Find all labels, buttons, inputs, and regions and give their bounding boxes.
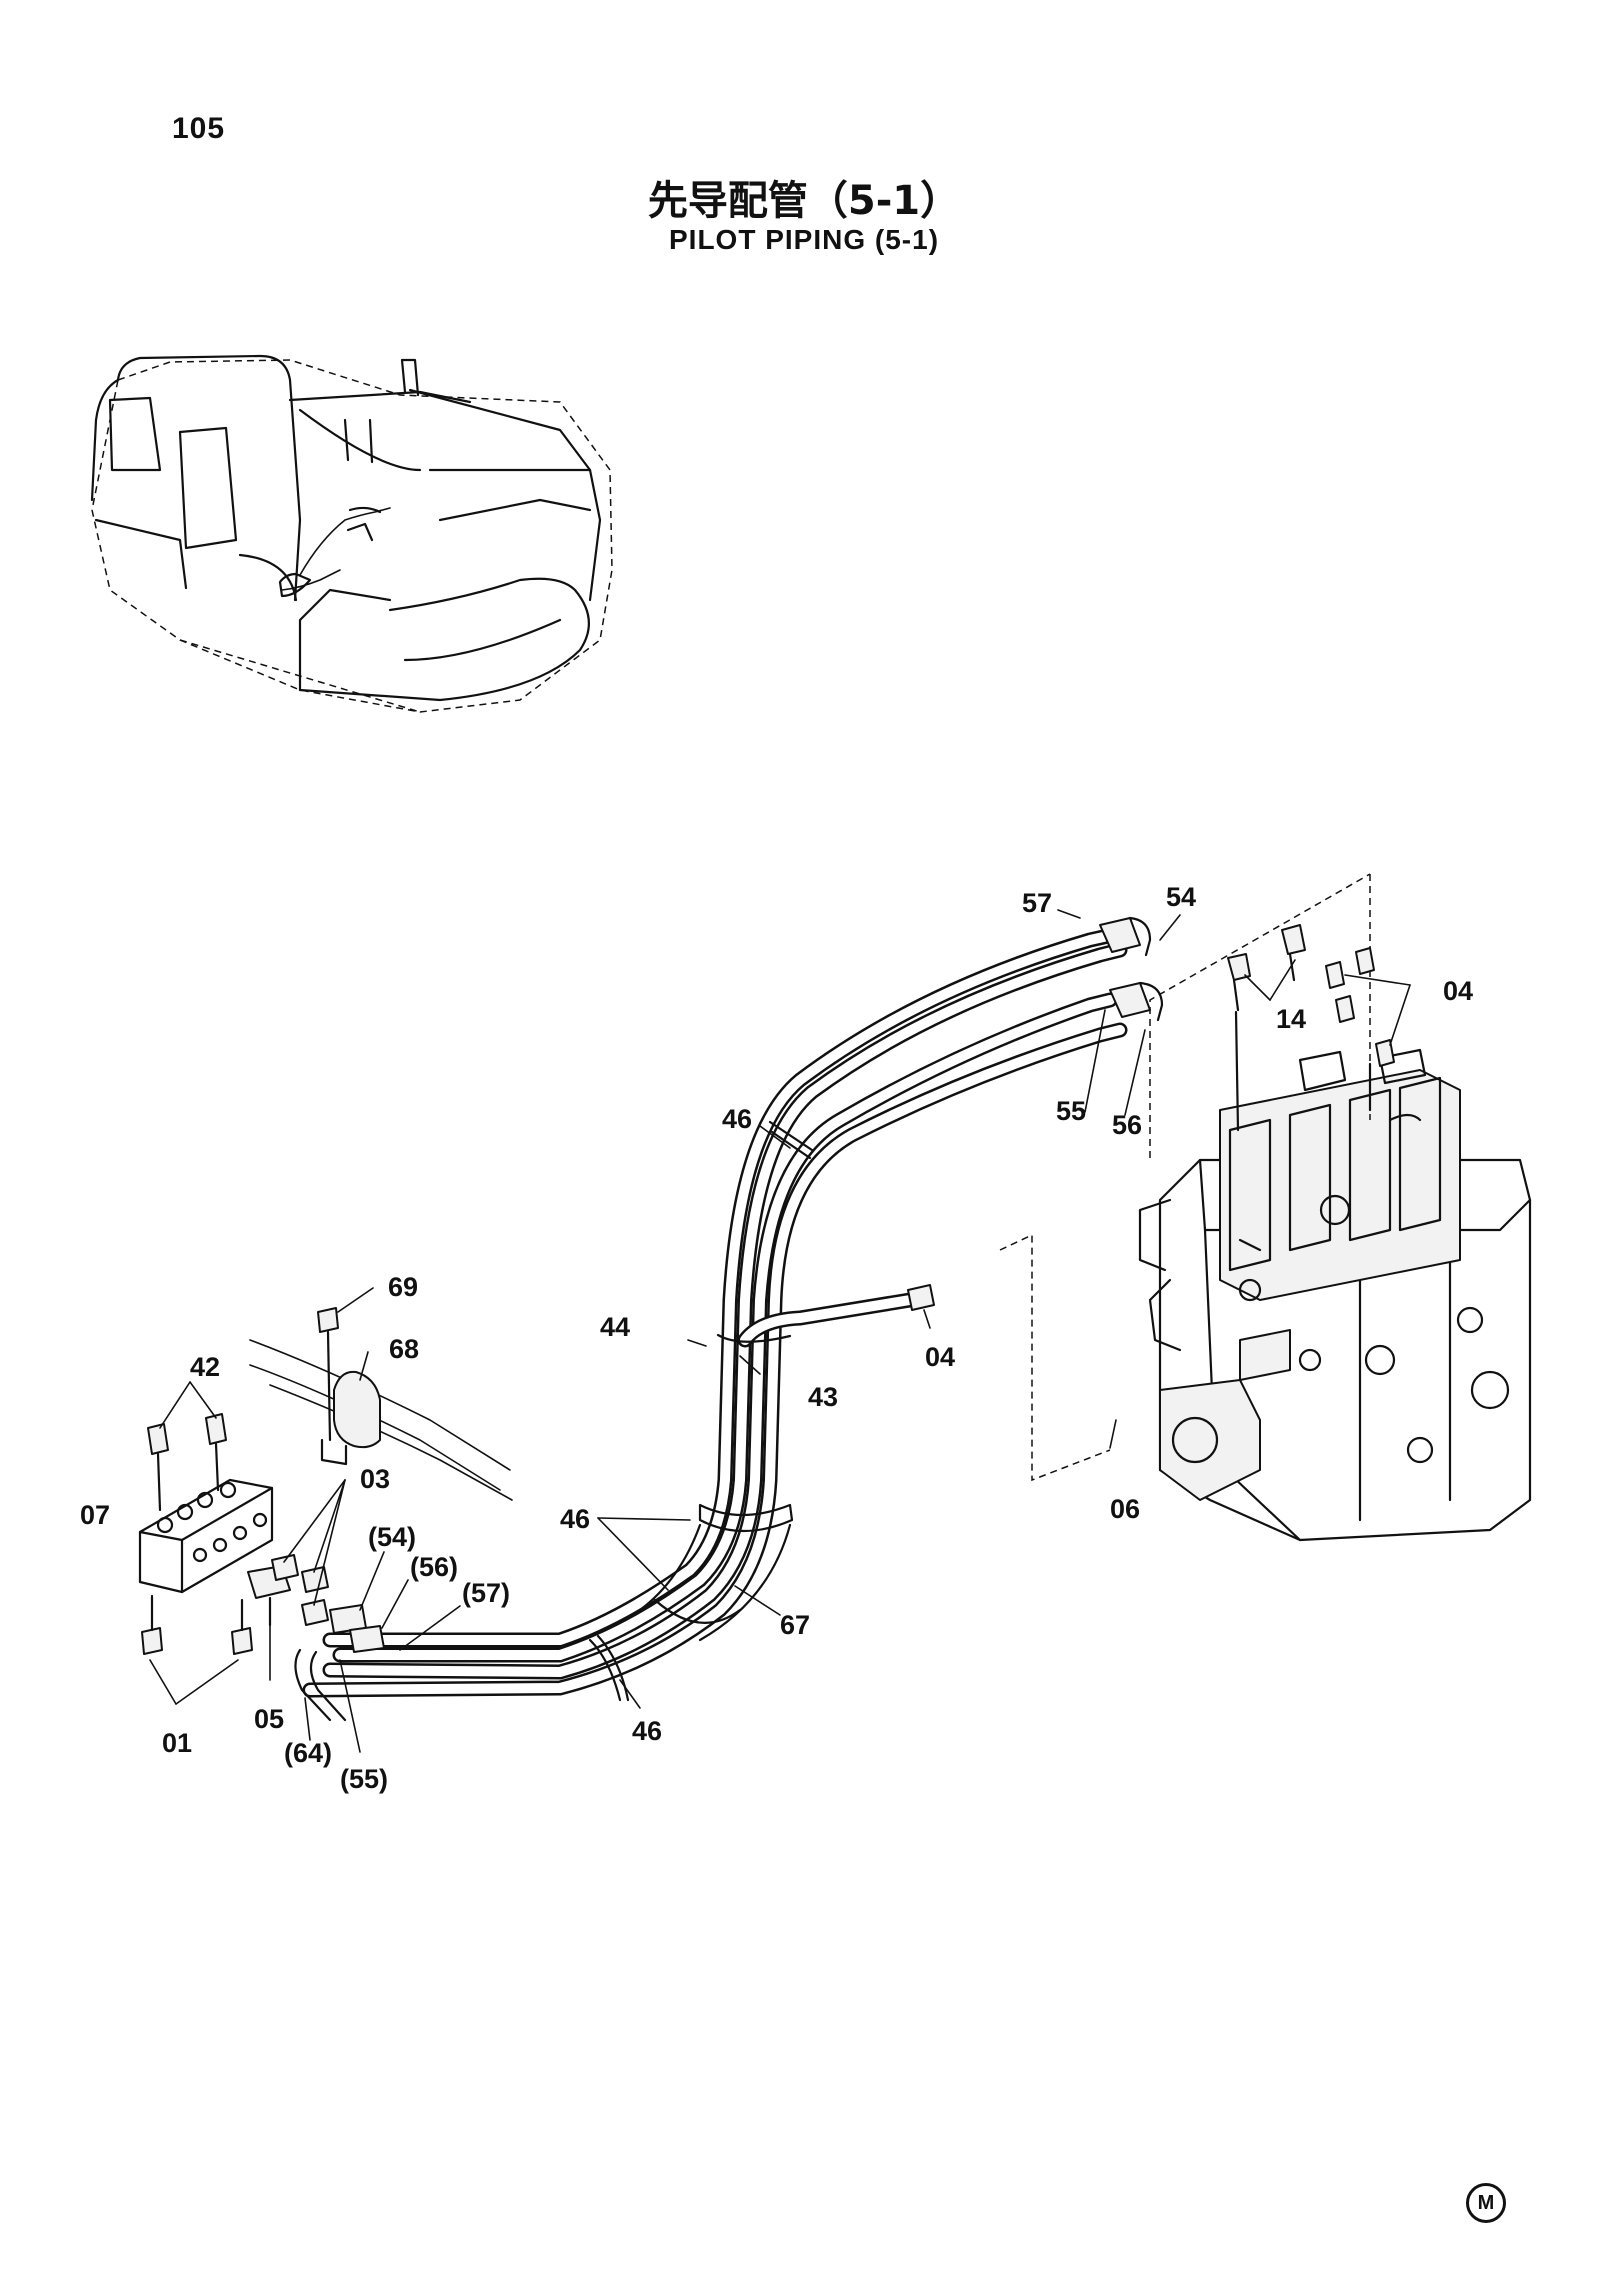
callout-46-middle: 46 [560, 1504, 590, 1534]
callout-57-ref: (57) [462, 1578, 510, 1608]
pilot-junction-block [138, 1413, 385, 1722]
fittings-group [1227, 924, 1395, 1132]
callout-55-ref: (55) [340, 1764, 388, 1794]
title-english: PILOT PIPING (5-1) [668, 224, 940, 255]
callout-56: 56 [1112, 1110, 1142, 1140]
callout-05: 05 [254, 1704, 284, 1734]
callout-43: 43 [808, 1382, 838, 1412]
callout-46-upper: 46 [722, 1104, 752, 1134]
manufacturer-mark: M [1466, 2183, 1506, 2223]
callout-69: 69 [388, 1272, 418, 1302]
clamp-and-frame [249, 1307, 513, 1501]
callout-leader-lines [149, 909, 1411, 1753]
callout-64-ref: (64) [284, 1738, 332, 1768]
callout-14: 14 [1276, 1004, 1306, 1034]
pilot-hose-bundle [302, 916, 1164, 1702]
callout-68: 68 [389, 1334, 419, 1364]
callout-67: 67 [780, 1610, 810, 1640]
control-valve-assembly [1138, 1048, 1532, 1542]
page-number: 105 [172, 112, 226, 145]
callout-06: 06 [1110, 1494, 1140, 1524]
callout-57: 57 [1022, 888, 1052, 918]
callout-03: 03 [360, 1464, 390, 1494]
callout-54: 54 [1166, 882, 1196, 912]
leader-box-lower [999, 1233, 1111, 1482]
callout-55: 55 [1056, 1096, 1086, 1126]
callout-04-upper: 04 [1443, 976, 1473, 1006]
title-chinese: 先导配管（5-1） [647, 178, 961, 224]
excavator-overview-illustration [90, 354, 613, 713]
callout-46-lower: 46 [632, 1716, 662, 1746]
callout-01: 01 [162, 1728, 192, 1758]
callout-07: 07 [80, 1500, 110, 1530]
callout-42: 42 [190, 1352, 220, 1382]
callout-44: 44 [600, 1312, 630, 1342]
callout-56-ref: (56) [410, 1552, 458, 1582]
callout-04-lower: 04 [925, 1342, 955, 1372]
callout-54-ref: (54) [368, 1522, 416, 1552]
callout-labels: 57 54 04 14 55 56 46 69 68 44 04 42 43 0… [80, 882, 1473, 1794]
